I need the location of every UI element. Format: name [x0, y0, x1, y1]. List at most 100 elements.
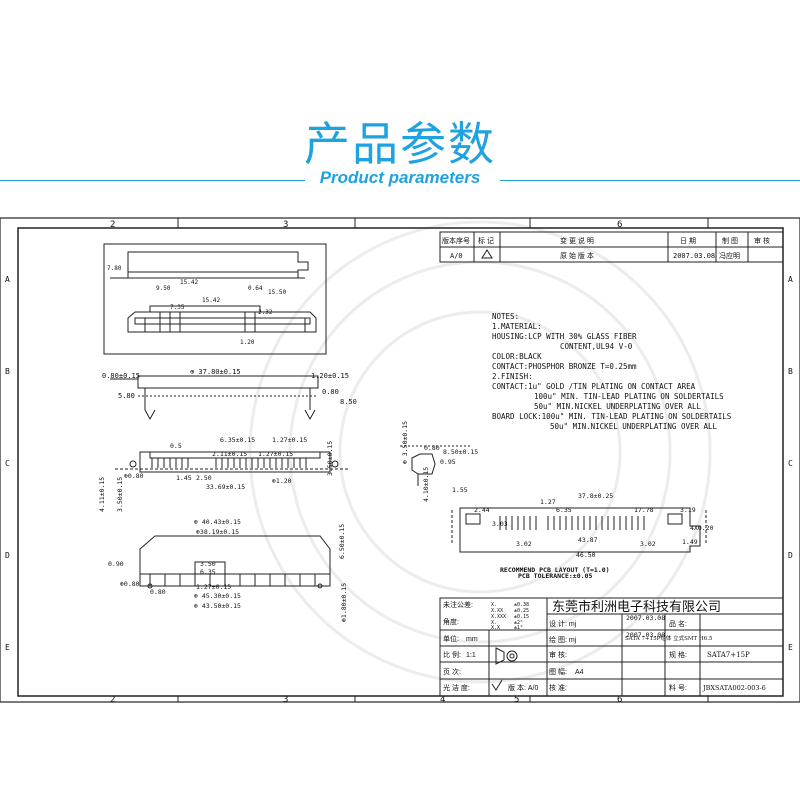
product-name: SATA 7+15P短体 立式SMT H6.5 — [625, 634, 713, 642]
grid-row-labels: A B C D E A B C D E — [5, 275, 793, 652]
rev-header-change: 变 更 说 明 — [560, 236, 594, 245]
scale-value: 1:1 — [466, 652, 476, 659]
title-divider-right — [500, 180, 800, 181]
col-label-2b: 2 — [110, 695, 115, 705]
draw-label: 绘 图: mj — [549, 635, 577, 644]
dim-8-50: 8.50 — [340, 398, 357, 406]
pcb-dim-3-03: 3.03 — [492, 520, 508, 528]
dim-2-32: 2.32 — [258, 309, 273, 316]
rev-header-drafter: 制 图 — [722, 236, 738, 245]
dim-0-5: 0.5 — [170, 442, 182, 450]
page-title: 产品参数 — [304, 117, 496, 171]
front-view-dims: 0.80±0.15 ⊕ 37.80±0.15 1.20±0.15 0.80 8.… — [102, 368, 357, 406]
spec-label: 规 格: — [669, 650, 687, 659]
tol-xx-value: ±0.25 — [514, 608, 529, 614]
row-label-b-right: B — [788, 367, 793, 376]
check-label: 审 核: — [549, 650, 567, 659]
col-label-5b: 5 — [514, 695, 519, 705]
page-subtitle: Product parameters — [319, 168, 481, 187]
rev-header-mark: 标 记 — [478, 236, 494, 245]
col-label-2: 2 — [110, 220, 115, 230]
row-label-b: B — [5, 367, 10, 376]
bottom-view-dims: 0.5 6.35±0.15 1.27±0.15 2.11±0.15 1.27±0… — [98, 436, 334, 512]
approve-label: 核 准: — [549, 683, 567, 692]
bottom-view — [115, 451, 350, 473]
ang-xx-value: ±1° — [514, 625, 523, 631]
note-line-3: CONTENT,UL94 V-0 — [560, 342, 633, 351]
note-line-9: 50u" MIN.NICKEL UNDERPLATING OVER ALL — [534, 402, 702, 411]
note-line-11: 50u" MIN.NICKEL UNDERPLATING OVER ALL — [550, 422, 718, 431]
unit-value: mm — [466, 636, 478, 643]
pcb-dim-17-78: 17.78 — [634, 506, 654, 514]
lower-front-view-dims: ⊕ 40.43±0.15 ⊕38.19±0.15 6.50±0.15 0.90 … — [108, 518, 348, 622]
spec-value: SATA7+15P — [707, 651, 750, 659]
design-label: 设 计: mj — [549, 619, 577, 628]
note-line-6: 2.FINISH: — [492, 372, 533, 381]
dim-33-69: 33.69±0.15 — [206, 483, 245, 491]
pcb-dim-0-20: 4X0.20 — [690, 524, 714, 532]
lower-front-view — [139, 535, 331, 589]
dim-43-50: ⊕ 43.50±0.15 — [194, 602, 241, 610]
note-line-10: BOARD LOCK:100u" MIN. TIN-LEAD PLATING O… — [492, 412, 732, 421]
ang-x-value: ±2° — [514, 620, 523, 626]
dim-3-50-bottom: 3.50±0.15 — [326, 441, 334, 476]
row-label-e: E — [5, 643, 10, 652]
angle-label: 角度: — [443, 617, 459, 626]
row-label-a: A — [5, 275, 10, 284]
dim-4-11: 4.11±0.15 — [98, 477, 106, 512]
note-line-8: 100u" MIN. TIN-LEAD PLATING ON SOLDERTAI… — [534, 392, 724, 401]
dim-0-80-lower: ⊕0.80 — [120, 580, 140, 588]
dim-38-19: ⊕38.19±0.15 — [196, 528, 239, 536]
rev-header-version: 版本序号 — [442, 236, 470, 245]
dim-0-80-bottom: ⊕0.80 — [124, 472, 144, 480]
dim-3-50-lower: 3.50 — [200, 560, 216, 568]
note-line-1: 1.MATERIAL: — [492, 322, 542, 331]
dim-15-42: 15.42 — [202, 297, 220, 304]
col-label-3b: 3 — [283, 695, 288, 705]
title-block-text: 东莞市利洲电子科技有限公司 未注公差: 角度: X. X.XX X.XXX ±0… — [443, 599, 766, 692]
engineering-drawing: 2 3 6 2 3 4 5 6 A B C D E A B C D E 版本序号… — [0, 214, 800, 714]
pcb-dim-46-50: 46.50 — [576, 551, 596, 559]
dim-0-80-015: 0.80±0.15 — [102, 372, 140, 380]
tol-x-value: ±0.38 — [514, 602, 529, 608]
dim-45-30: ⊕ 45.30±0.15 — [194, 592, 241, 600]
dim-0-64: 0.64 — [248, 285, 263, 292]
top-view-box — [103, 243, 327, 355]
row-label-c: C — [5, 459, 10, 468]
pcb-dim-37-8: 37.8±0.25 — [578, 492, 613, 500]
dim-6-50: 6.50±0.15 — [338, 524, 346, 559]
dim-40-43: ⊕ 40.43±0.15 — [194, 518, 241, 526]
dim-1-27-lower: 1.27±0.15 — [196, 583, 231, 591]
sheet-value: A4 — [575, 669, 584, 676]
drawing-canvas: 2 3 6 2 3 4 5 6 A B C D E A B C D E 版本序号… — [0, 217, 800, 705]
tol-xxx: X.XXX — [491, 614, 506, 620]
outer-frame — [0, 217, 800, 703]
note-line-5: CONTACT:PHOSPHOR BRONZE T=0.25mm — [492, 362, 637, 371]
pcb-tolerance: PCB TOLERANCE:±0.05 — [518, 572, 592, 580]
inner-frame — [17, 227, 784, 697]
row-label-d: D — [5, 551, 10, 560]
grid-column-labels: 2 3 6 2 3 4 5 6 — [110, 218, 709, 705]
pcb-dim-3-02: 3.02 — [516, 540, 532, 548]
pcb-dim-3-19: 3.19 — [680, 506, 696, 514]
projection-symbol-icon — [495, 647, 518, 665]
col-label-6b: 6 — [617, 695, 622, 705]
dim-1-20-bottom: ⊕1.20 — [272, 477, 292, 485]
ang-xx: X.X — [491, 625, 500, 631]
draw-date: 2007.03.08 — [626, 631, 665, 639]
product-name-label: 品 名: — [669, 619, 687, 628]
dim-1-20-015: 1.20±0.15 — [311, 372, 349, 380]
side-view-dims: ⊕ 3.50±0.15 0.80 8.50±0.15 0.95 1.55 4.1… — [401, 421, 478, 502]
pcb-dim-6-35: 6.35 — [556, 506, 572, 514]
pcb-dim-1-49: 1.49 — [682, 538, 698, 546]
dim-side-4-10: 4.10±0.15 — [422, 467, 430, 502]
dim-7-35: 7.35 — [170, 304, 185, 311]
dim-1-20: 1.20 — [240, 339, 255, 346]
ang-x: X. — [491, 620, 497, 626]
note-line-4: COLOR:BLACK — [492, 352, 542, 361]
tol-xx: X.XX — [491, 608, 503, 614]
dim-1-27b: 1.27±0.15 — [258, 450, 293, 458]
dim-15-42-top: 15.42 — [180, 279, 198, 286]
dim-6-35-lower: 6.35 — [200, 568, 216, 576]
dim-5-80: 5.80 — [118, 392, 135, 400]
